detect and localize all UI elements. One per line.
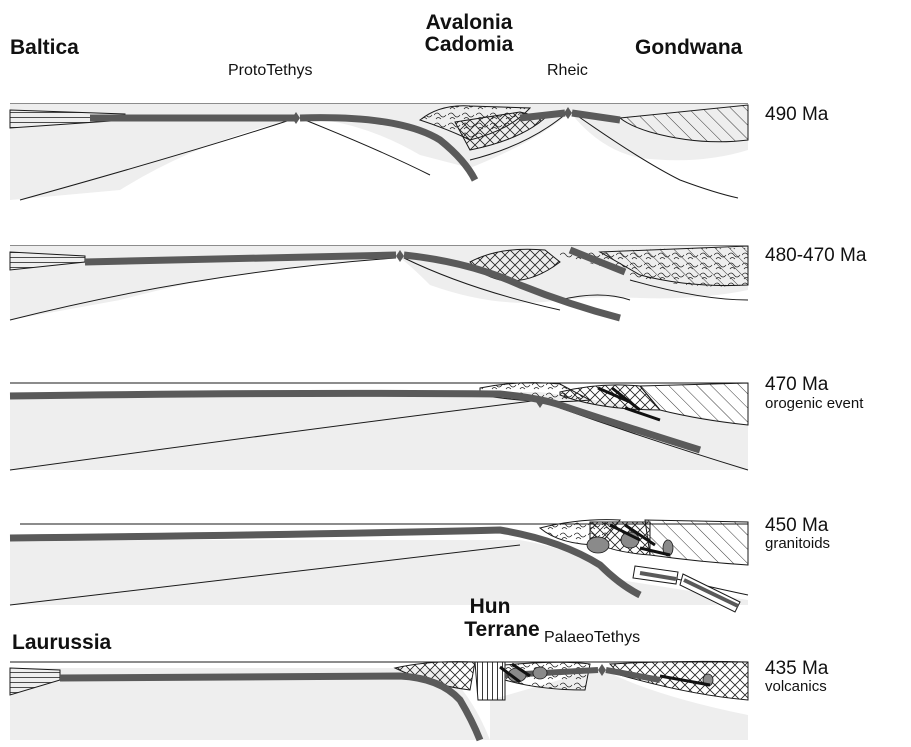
laurussia-label: Laurussia <box>12 632 111 653</box>
section-450ma <box>10 520 748 612</box>
baltica-label: Baltica <box>10 37 79 58</box>
stage-age: 470 Ma <box>765 375 828 394</box>
stage-note: granitoids <box>765 536 830 551</box>
stage-age: 490 Ma <box>765 105 828 124</box>
stage-age: 435 Ma <box>765 659 828 678</box>
gondwana-label: Gondwana <box>635 37 742 58</box>
section-480-470ma <box>10 246 748 320</box>
cadomia-label: Cadomia <box>415 34 523 55</box>
palaeotethys-label: PalaeoTethys <box>544 630 640 646</box>
rheic-label: Rheic <box>547 63 588 79</box>
hun-label: Hun <box>455 596 525 617</box>
stage-age: 480-470 Ma <box>765 246 866 265</box>
section-435ma <box>10 661 748 740</box>
protothethys-label: ProtoTethys <box>228 63 312 79</box>
avalonia-label: Avalonia <box>419 12 519 33</box>
stage-note: volcanics <box>765 679 827 694</box>
gondwana-crust <box>645 520 748 565</box>
stage-note: orogenic event <box>765 396 863 411</box>
section-470ma <box>10 383 748 470</box>
terrane-label: Terrane <box>462 619 542 640</box>
section-490ma <box>10 104 748 200</box>
stage-age: 450 Ma <box>765 516 828 535</box>
